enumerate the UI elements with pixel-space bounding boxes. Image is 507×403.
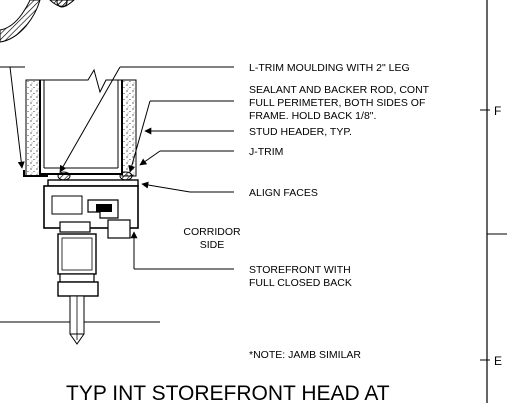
sheet-border xyxy=(480,0,507,403)
callout-align-faces: ALIGN FACES xyxy=(249,187,318,199)
callout-l-trim: L-TRIM MOULDING WITH 2" LEG xyxy=(249,62,410,74)
callout-sealant-line-1: SEALANT AND BACKER ROD, CONT xyxy=(249,84,430,96)
storefront-frame xyxy=(43,179,139,345)
hatched-arc-graphic xyxy=(0,0,75,43)
room-label-line-2: SIDE xyxy=(200,239,225,251)
callout-sealant-line-2: FULL PERIMETER, BOTH SIDES OF xyxy=(249,97,425,109)
callout-j-trim: J-TRIM xyxy=(249,146,283,158)
drawing-title: TYP INT STOREFRONT HEAD AT xyxy=(66,382,390,403)
room-label-line-1: CORRIDOR xyxy=(183,226,241,238)
leader-lines xyxy=(9,66,234,270)
l-trim-moulding xyxy=(23,170,48,177)
callout-storefront-line-1: STOREFRONT WITH xyxy=(249,264,351,276)
callout-stud-header: STUD HEADER, TYP. xyxy=(249,126,352,138)
grid-ref-e: E xyxy=(494,354,502,368)
stud-wall-section xyxy=(25,68,137,177)
jamb-note: *NOTE: JAMB SIMILAR xyxy=(249,349,361,361)
callout-sealant-line-3: FRAME. HOLD BACK 1/8". xyxy=(249,110,376,122)
callout-storefront-line-2: FULL CLOSED BACK xyxy=(249,277,352,289)
grid-ref-f: F xyxy=(494,104,501,118)
